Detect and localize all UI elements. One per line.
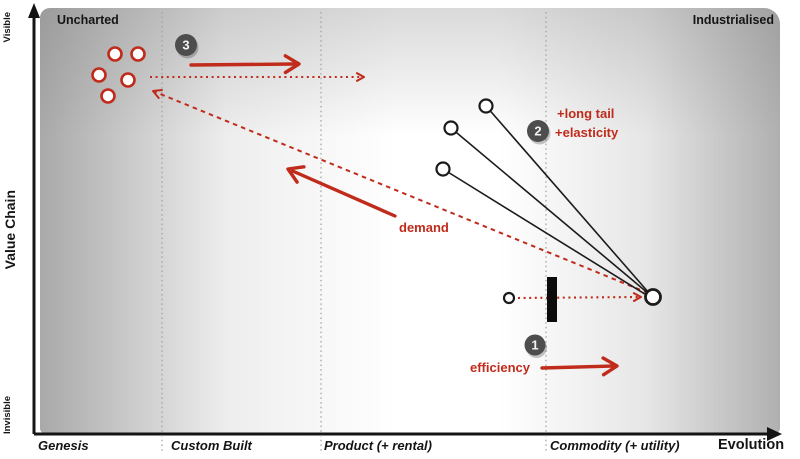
- commodity-node: [644, 288, 662, 306]
- stage-label-genesis: Genesis: [38, 438, 89, 453]
- genesis-idea-node: [107, 46, 123, 62]
- genesis-idea-node: [100, 88, 116, 104]
- component-node: [443, 120, 459, 136]
- stage-label-commodity: Commodity (+ utility): [550, 438, 680, 453]
- y-axis-visible-label: Visible: [2, 12, 13, 43]
- elasticity-label: +elasticity: [555, 125, 619, 140]
- badge-3-number: 3: [182, 38, 189, 53]
- evolve-right-arrow: [189, 62, 296, 67]
- constraint-bar: [547, 277, 557, 322]
- efficiency-dotted-arrow-head-icon: [632, 292, 643, 302]
- badge-2-number: 2: [534, 124, 541, 139]
- x-axis-title: Evolution: [718, 437, 785, 453]
- genesis-idea-node: [120, 72, 136, 88]
- x-axis-arrowhead-icon: [767, 427, 782, 441]
- y-axis-title: Value Chain: [2, 190, 18, 270]
- genesis-idea-node: [91, 67, 107, 83]
- badge-2: [527, 120, 549, 142]
- component-node: [435, 161, 451, 177]
- badge-1-number: 1: [531, 338, 538, 353]
- long-tail-label: +long tail: [557, 106, 615, 121]
- badge-3: [175, 34, 197, 56]
- demand-arrow: [290, 169, 397, 218]
- demand-label: demand: [399, 220, 449, 235]
- efficiency-dotted-arrow: [517, 295, 640, 300]
- efficiency-evolve-arrow-head-icon: [601, 356, 619, 377]
- genesis-idea-node: [130, 46, 146, 62]
- demand-long-dashed-arrow-head-icon: [152, 89, 163, 99]
- badge-1: [524, 334, 546, 356]
- efficiency-evolve-arrow: [540, 364, 614, 370]
- demand-arrow-head-icon: [286, 165, 306, 184]
- component-node: [502, 291, 516, 305]
- demand-long-dashed-arrow: [154, 90, 649, 294]
- industrialised-label: Industrialised: [692, 13, 774, 27]
- map-edge-2: [450, 127, 650, 295]
- y-axis-invisible-label: Invisible: [2, 396, 13, 435]
- y-axis-arrowhead-icon: [28, 3, 40, 18]
- stage-label-product: Product (+ rental): [324, 438, 432, 453]
- stage-label-custom-built: Custom Built: [171, 438, 252, 453]
- efficiency-label: efficiency: [470, 360, 530, 375]
- component-node: [478, 98, 494, 114]
- map-gradient-panel: [40, 8, 780, 434]
- map-edge-3: [442, 168, 649, 297]
- map-edge-1: [485, 105, 650, 294]
- evolve-right-arrow-head-icon: [283, 54, 301, 75]
- genesis-evolution-dotted-arrow-head-icon: [355, 72, 366, 82]
- uncharted-label: Uncharted: [57, 13, 119, 27]
